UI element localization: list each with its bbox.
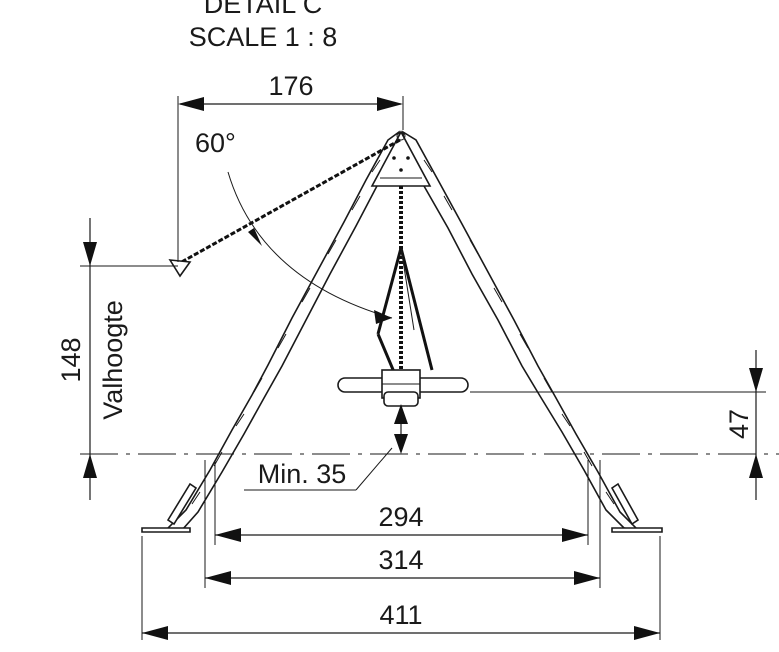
min-35-label: Min. 35 [258, 459, 347, 489]
dimension-top-width: 176 [177, 71, 404, 262]
dim-47: 47 [724, 409, 754, 439]
swing-frame [141, 130, 663, 533]
dimension-bottom-widths: 294 314 411 [141, 460, 661, 640]
dimension-fall-height: 148 Valhoogte [56, 218, 178, 500]
dimension-min-clearance: Min. 35 [244, 447, 393, 491]
swing-seat [337, 186, 469, 454]
dim-314: 314 [378, 545, 423, 575]
scale-label: SCALE 1 : 8 [189, 22, 338, 52]
fall-height-label: Valhoogte [98, 300, 128, 420]
dim-148: 148 [56, 337, 86, 382]
angle-label: 60° [195, 128, 236, 158]
swing-arc: 60° [168, 128, 401, 324]
dim-176: 176 [268, 71, 313, 101]
detail-title: DETAIL C [204, 0, 323, 19]
dim-294: 294 [378, 502, 423, 532]
dimension-seat-height: 47 [470, 350, 766, 500]
dim-411: 411 [379, 600, 422, 630]
